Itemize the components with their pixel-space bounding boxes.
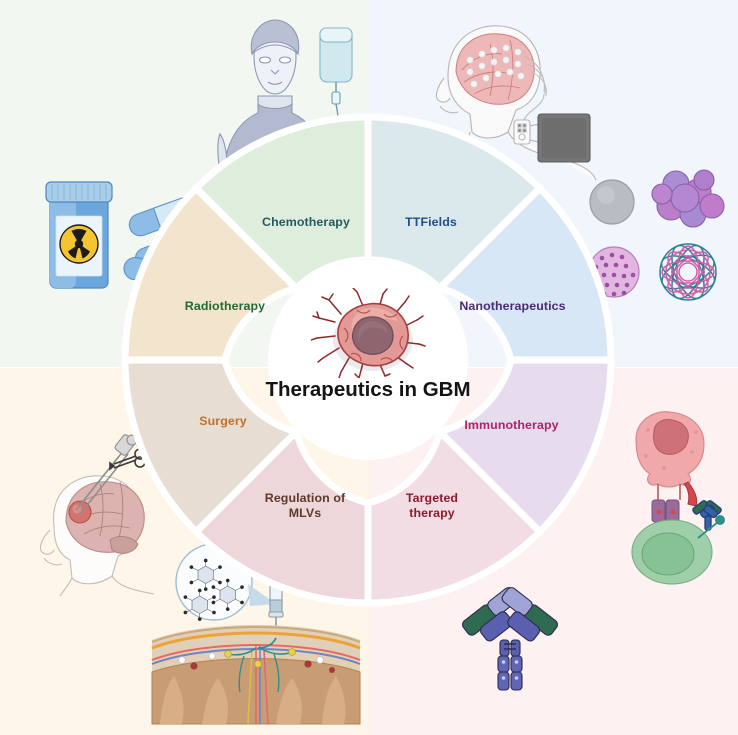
antibody-illustration: [444, 582, 576, 694]
glioblastoma-tumor-cell-icon: [310, 287, 427, 379]
head-with-transducer-arrays-illustration: [404, 14, 604, 181]
immune-cell-interaction-illustration: [606, 404, 734, 585]
therapy-ring: [121, 113, 615, 607]
center-title: Therapeutics in GBM: [265, 378, 471, 401]
meningeal-lymphatic-injection-illustration: [151, 542, 361, 725]
nanoparticles-illustration: [576, 162, 734, 320]
